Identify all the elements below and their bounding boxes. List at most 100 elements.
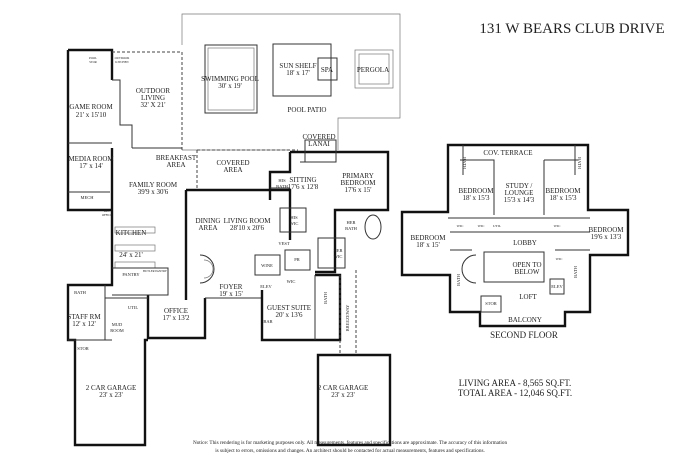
room-label: STAFF RM [67,313,101,321]
pergola-outline [354,49,394,89]
room-label: WIC [457,224,464,228]
room-label: ELEV [551,284,563,289]
room-label: HER [347,220,356,225]
room-size: 12' x 12' [72,320,96,328]
room-label: BEDROOM [458,187,494,195]
room-size: 18' x 15'3 [462,194,490,202]
room-label: BATH [577,157,582,170]
room-label: BEDROOM [410,234,446,242]
room-size: 32' X 21' [140,101,165,109]
room-label: BREAKFAST [156,154,197,162]
room-label: MEDIA ROOM [68,155,114,163]
room-size: 20' x 13'6 [275,311,303,319]
room-label: PANTRY [122,272,140,277]
room-label: OUTDOOR [115,56,130,60]
room-label: HER [334,248,343,253]
room-label: BAR [263,319,272,324]
room-label: OFFICE [102,213,113,217]
room-label: GAME ROOM [69,103,113,111]
room-label: BELOW [515,268,540,276]
room-label: KITCHEN [116,229,147,237]
room-label: FAMILY ROOM [129,181,178,189]
room-label: STUDY / [506,182,533,190]
room-label: WIC [290,221,299,226]
room-label: MUD [112,322,123,327]
second-floor-walls [400,143,630,328]
room-label: OUTDOOR [136,87,171,95]
room-label: LIVING ROOM [224,217,272,225]
room-label: BATH [462,157,467,170]
room-size: 23' x 23' [331,391,355,399]
room-size: 17'6 x 15' [344,186,371,194]
room-label: DINING [196,217,221,225]
second-floor-heading: SECOND FLOOR [490,330,558,340]
room-label: PR [294,257,300,262]
room-label: OPEN TO [512,261,541,269]
room-size: 17' x 13'2 [162,314,190,322]
room-size: 17'6 x 12'8 [288,183,319,191]
room-label: SPA [321,66,333,74]
room-label: 2 CAR GARAGE [318,384,369,392]
room-label: HIS [278,178,286,183]
first-floor-labels: GAME ROOM 21' x 15'10 OUTDOOR LIVING 32'… [67,56,389,399]
property-title: 131 W BEARS CLUB DRIVE [479,21,664,37]
room-label: WIC [554,224,561,228]
room-label: POOL [89,56,97,60]
room-label: AREA [223,166,242,174]
room-label: STOR [77,346,88,351]
room-size: 39'9 x 30'6 [138,188,169,196]
room-label: PERGOLA [357,66,389,74]
room-label: VEST [278,241,290,246]
room-label: LOBBY [513,239,537,247]
swimming-pool-outline [204,44,258,114]
sun-shelf-outline [272,43,332,97]
room-label: BREEZEWAY [345,304,350,332]
room-size: 24' x 21' [119,251,143,259]
room-label: BEDROOM [340,179,376,187]
room-label: AREA [166,161,185,169]
room-label: WIC [334,254,343,259]
room-label: COVERED [216,159,249,167]
total-area: TOTAL AREA - 12,046 SQ.FT. [458,388,572,398]
room-label: BEDROOM [588,226,624,234]
room-label: BATH [74,290,87,295]
room-label: OFFICE [164,307,188,315]
room-label: BEV [104,209,111,213]
room-label: AREA [198,224,217,232]
room-label: SITTING [289,176,316,184]
room-label: 2 CAR GARAGE [86,384,137,392]
room-size: 28'10 x 20'6 [230,224,265,232]
room-size: 19'6 x 13'3 [591,233,622,241]
room-size: 23' x 23' [99,391,123,399]
room-label: WIC [556,257,563,261]
room-label: BATH [456,273,461,286]
room-label: BALCONY [508,316,542,324]
second-floor-labels: COV. TERRACE BEDROOM 18' x 15'3 STUDY / … [410,149,624,340]
room-label: WIC [287,279,296,284]
room-size: 17' x 14' [79,162,103,170]
room-label: BUTLER PANTRY [143,269,168,273]
room-label: HIS [290,215,298,220]
room-label: PRIMARY [342,172,374,180]
room-label: SWIMMING POOL [201,75,259,83]
room-label: BATH [345,226,358,231]
room-label: WINE [261,263,273,268]
room-label: LOUNGE [505,189,534,197]
room-label: POOL PATIO [288,106,327,114]
room-label: LOFT [519,293,537,301]
room-label: BATH [323,291,328,304]
room-label: MECH [80,195,94,200]
room-label: BATH [276,184,289,189]
room-label: STOR [89,60,97,64]
room-label: ROOM [110,328,124,333]
room-size: 21' x 15'10 [76,111,107,119]
room-label: ELEV [260,284,272,289]
living-area: LIVING AREA - 8,565 SQ.FT. [459,378,572,388]
room-label: UTIL [493,224,501,228]
notice-line-2: is subject to errors, omissions and chan… [215,447,485,454]
room-size: 19' x 15' [219,290,243,298]
spa-outline [317,57,338,81]
room-label: BEDROOM [545,187,581,195]
